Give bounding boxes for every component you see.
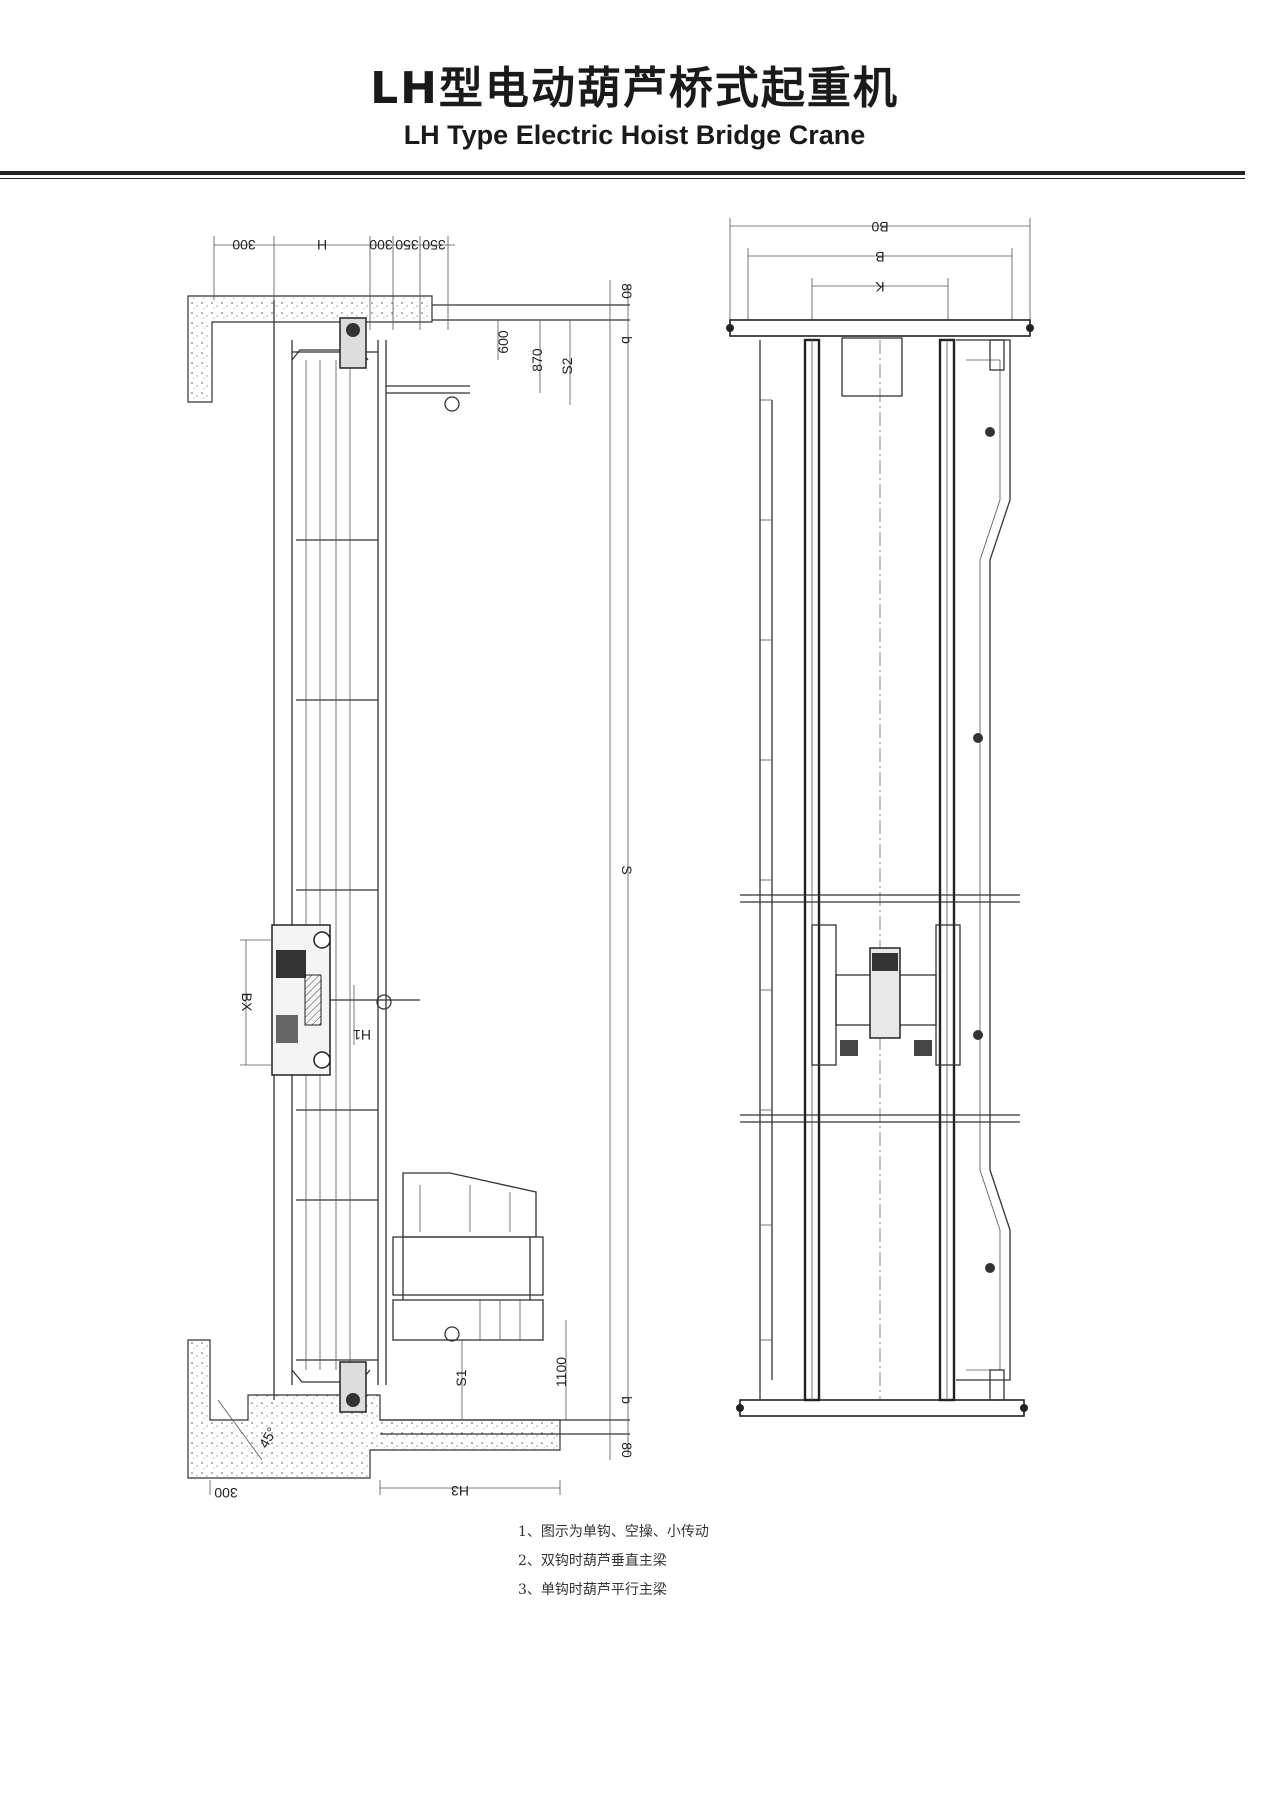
operator-cab — [392, 1172, 544, 1342]
top-end-beam — [729, 319, 1031, 337]
dim-b: B — [875, 249, 884, 265]
dim-h3: H3 — [451, 1483, 469, 1499]
bottom-end-beam — [739, 1399, 1025, 1417]
note-2: 2、双钩时葫芦垂直主梁 — [518, 1553, 667, 1569]
dim-300: 300 — [369, 237, 393, 253]
dim-h1: H1 — [353, 1027, 371, 1043]
dim-b-bottom: b — [619, 1396, 635, 1404]
front-trolley — [811, 924, 961, 1066]
dim-300-top: 300 — [232, 237, 256, 253]
top-wall — [187, 295, 433, 403]
dim-600: 600 — [495, 330, 511, 354]
title-english: LH Type Electric Hoist Bridge Crane — [403, 120, 866, 150]
dim-s1: S1 — [453, 1369, 469, 1386]
bottom-wall — [187, 1339, 561, 1479]
side-view: 300 H 300 350 350 — [187, 236, 635, 1501]
header-rule — [0, 171, 1245, 175]
dim-bx: BX — [239, 993, 255, 1012]
dim-350b: 350 — [422, 237, 446, 253]
dim-b0: B0 — [871, 219, 888, 235]
dim-k: K — [875, 279, 885, 295]
dim-h: H — [317, 237, 327, 253]
title-chinese: LH型电动葫芦桥式起重机 — [370, 63, 899, 114]
header-rule-thin — [0, 178, 1245, 179]
note-1: 1、图示为单钩、空操、小传动 — [518, 1524, 709, 1540]
dim-80-bottom: 80 — [619, 1442, 635, 1458]
dim-b-top: b — [619, 336, 635, 344]
dim-300-bottom: 300 — [214, 1485, 238, 1501]
dim-80-top: 80 — [619, 283, 635, 299]
notes-block: 1、图示为单钩、空操、小传动 2、双钩时葫芦垂直主梁 3、单钩时葫芦平行主梁 — [518, 1518, 709, 1605]
note-3: 3、单钩时葫芦平行主梁 — [518, 1582, 667, 1598]
dim-350a: 350 — [395, 237, 419, 253]
hoist-trolley — [271, 924, 420, 1076]
dim-s: S — [619, 865, 635, 874]
dim-870: 870 — [529, 348, 545, 372]
front-view: B0 B K — [726, 218, 1034, 1417]
dim-1100: 1100 — [553, 1357, 569, 1387]
dim-s2: S2 — [559, 357, 575, 374]
